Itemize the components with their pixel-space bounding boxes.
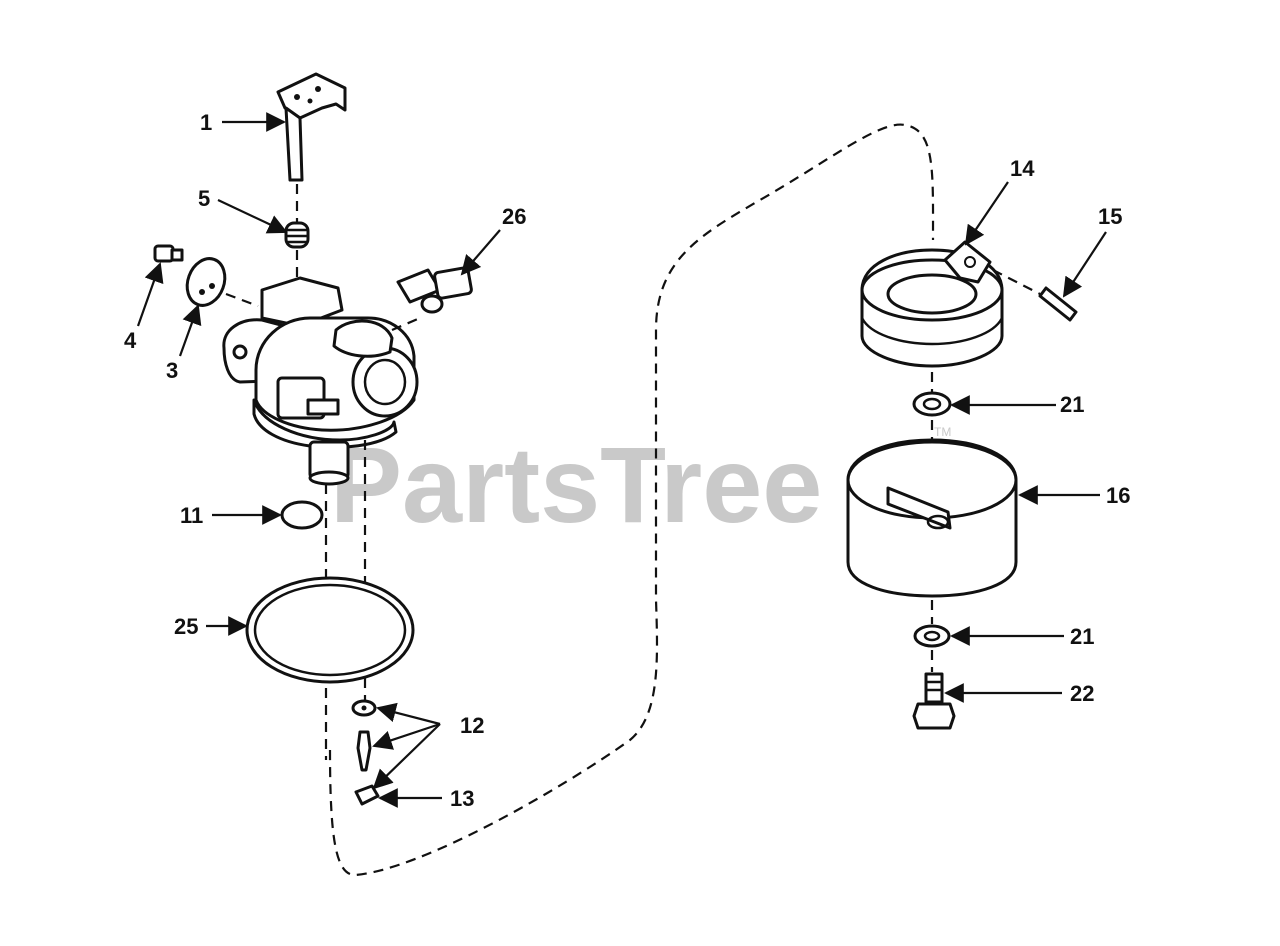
leader-arrow-15 — [1062, 231, 1107, 298]
callout-21-lower: 21 — [1070, 624, 1094, 649]
part-26-fitting — [396, 266, 473, 314]
leader-arrow-12b — [372, 722, 441, 750]
part-21-washer-upper — [912, 391, 952, 417]
part-11-disk — [280, 500, 324, 530]
leader-dash-26 — [391, 316, 421, 332]
callout-21-upper: 21 — [1060, 392, 1084, 417]
assembly-link-dashed-line — [328, 123, 935, 877]
part-15-pin — [1038, 286, 1078, 322]
callout-15: 15 — [1098, 204, 1122, 229]
part-3-plate — [185, 257, 227, 307]
leader-arrow-3 — [178, 304, 202, 357]
watermark-trademark: TM — [934, 425, 951, 439]
leader-arrow-14 — [964, 181, 1009, 246]
watermark: PartsTree — [330, 424, 822, 545]
part-22-bolt — [912, 672, 956, 730]
leader-dash-3 — [225, 292, 259, 308]
leader-dash-15 — [992, 269, 1041, 295]
leader-arrow-5 — [217, 199, 288, 234]
callout-22: 22 — [1070, 681, 1094, 706]
leader-arrow-12a — [376, 702, 441, 726]
callout-16: 16 — [1106, 483, 1130, 508]
part-16-bowl — [846, 438, 1018, 598]
callout-11: 11 — [180, 503, 203, 528]
leader-arrow-12c — [372, 723, 441, 790]
part-12-needle-set — [351, 699, 380, 806]
callout-12: 12 — [460, 713, 484, 738]
part-1-throttle-lever — [276, 72, 347, 182]
callout-5: 5 — [198, 186, 210, 211]
callout-1: 1 — [200, 110, 212, 135]
callout-14: 14 — [1010, 156, 1035, 181]
callout-25: 25 — [174, 614, 198, 639]
part-14-float — [860, 240, 1004, 368]
part-25-gasket — [245, 576, 415, 684]
callout-13: 13 — [450, 786, 474, 811]
leader-arrow-26 — [460, 229, 501, 276]
part-21-washer-lower — [913, 624, 951, 648]
callout-4: 4 — [124, 328, 137, 353]
callout-26: 26 — [502, 204, 526, 229]
callout-3: 3 — [166, 358, 178, 383]
part-4-screw — [153, 244, 184, 263]
part-5-spring — [284, 221, 310, 249]
leader-arrow-4 — [136, 262, 164, 327]
carburetor-body — [222, 276, 419, 486]
